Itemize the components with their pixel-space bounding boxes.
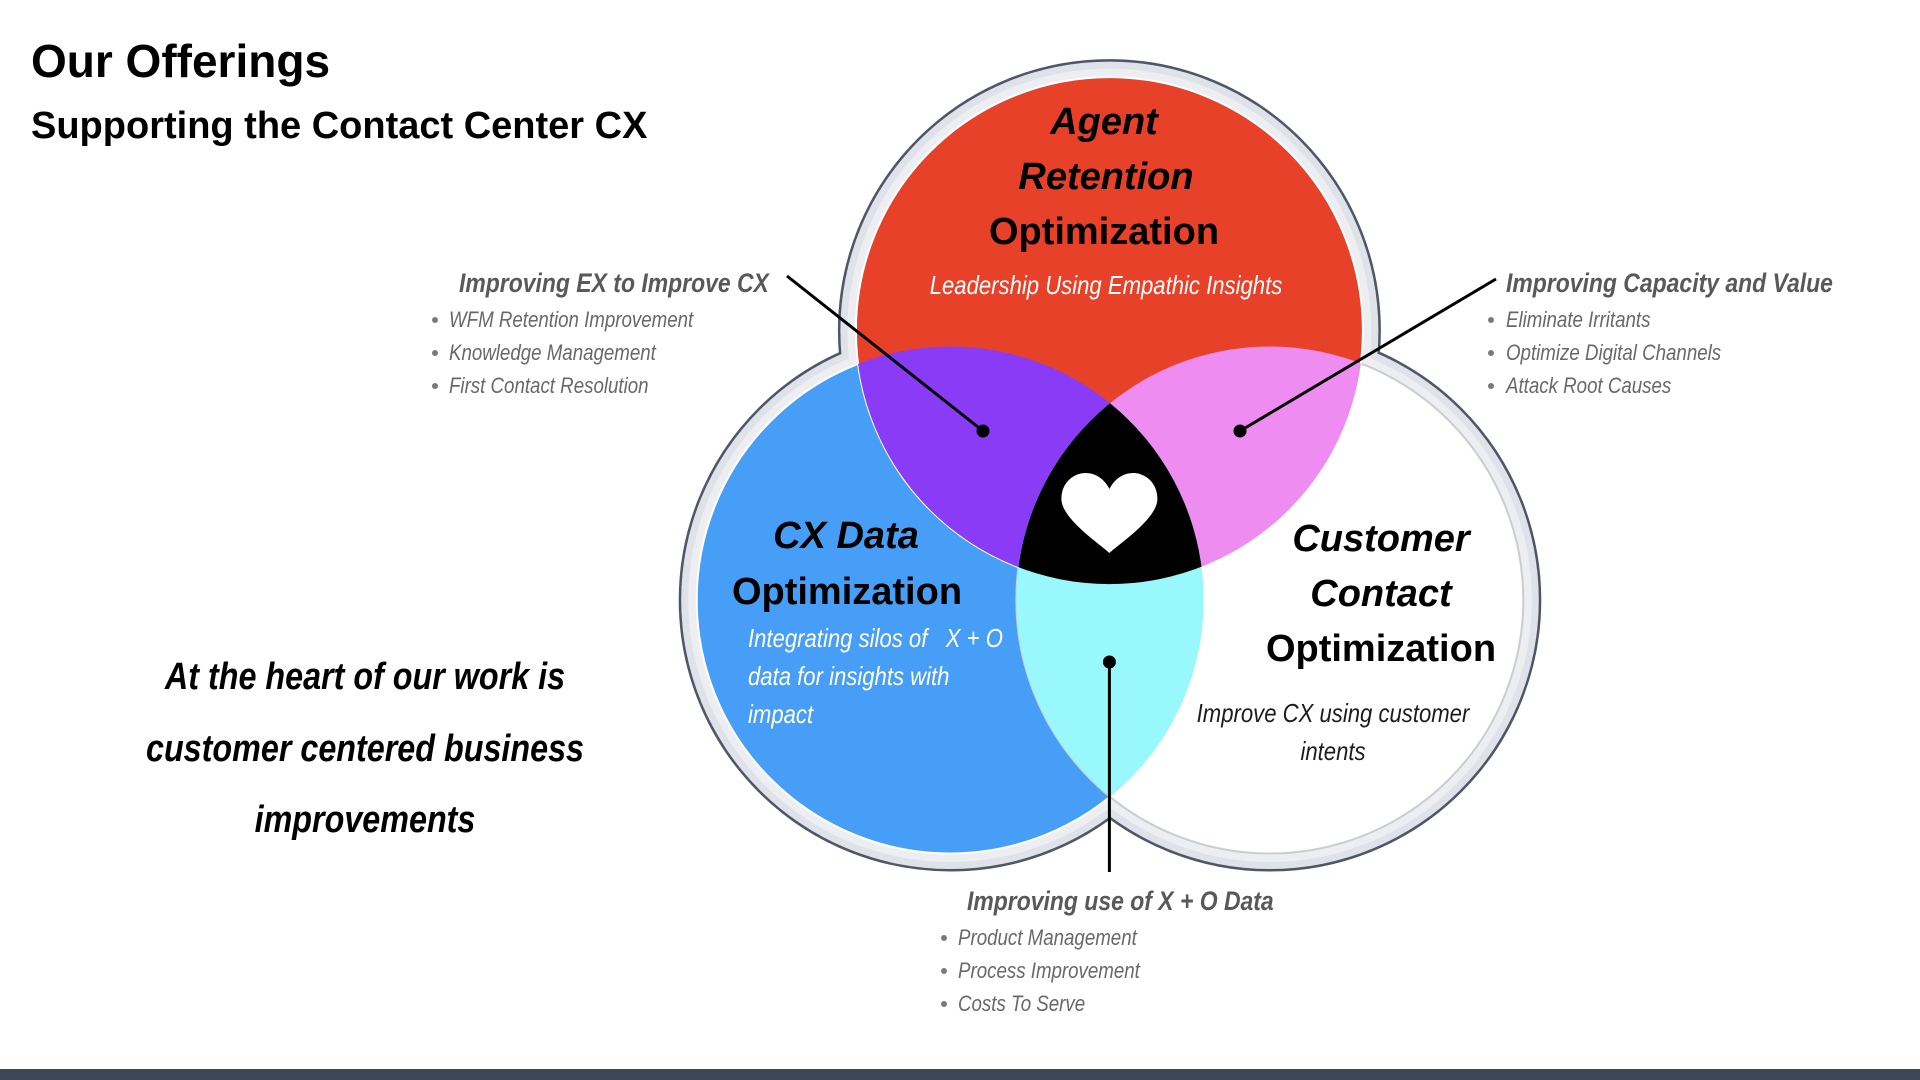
agent-retention-description: Leadership Using Empathic Insights <box>929 270 1283 300</box>
callout-dot-data <box>1102 655 1116 669</box>
callout-data-bullet-2: Process Improvement <box>958 958 1140 983</box>
bullet-marker <box>432 383 438 389</box>
callout-heading-capacity: Improving Capacity and Value <box>1506 268 1833 298</box>
callout-heading-data: Improving use of X + O Data <box>967 886 1274 916</box>
agent-retention-title-line-3: Optimization <box>988 211 1220 253</box>
customer-contact-title-line-1: Customer <box>1292 518 1470 560</box>
cx-data-description-line-3: impact <box>748 699 814 729</box>
callout-data-bullet-1: Product Management <box>958 925 1137 950</box>
callout-capacity-bullet-3: Attack Root Causes <box>1506 373 1672 398</box>
customer-contact-description-line-1: Improve CX using customer <box>1196 698 1470 728</box>
statement-line-2: customer centered business <box>145 728 585 770</box>
cx-data-title-line-2: Optimization <box>731 571 963 613</box>
statement-line-1: At the heart of our work is <box>164 656 566 698</box>
callout-pointer-ex <box>786 274 984 433</box>
bullet-marker <box>432 317 438 323</box>
bullet-marker <box>1488 317 1494 323</box>
page-subtitle: Supporting the Contact Center CX <box>31 105 648 147</box>
bullet-marker <box>1488 383 1494 389</box>
callout-data-bullet-3: Costs To Serve <box>958 991 1086 1016</box>
cx-data-description-line-1: Integrating silos of X + O <box>748 623 1003 653</box>
callout-pointer-capacity <box>1239 277 1497 433</box>
bullet-marker <box>941 968 947 974</box>
callout-ex-bullet-3: First Contact Resolution <box>449 373 649 398</box>
customer-contact-description-line-2: intents <box>1300 736 1366 766</box>
callout-dot-ex <box>976 424 990 438</box>
customer-contact-title-line-2: Contact <box>1310 573 1452 615</box>
bullet-marker <box>941 935 947 941</box>
footer-bar <box>0 1069 1920 1080</box>
callout-heading-ex: Improving EX to Improve CX <box>459 268 769 298</box>
page-title: Our Offerings <box>31 35 331 87</box>
bullet-marker <box>1488 350 1494 356</box>
callout-ex-bullet-1: WFM Retention Improvement <box>449 307 694 332</box>
heart-icon <box>1061 473 1158 553</box>
cx-data-title-line-1: CX Data <box>773 515 919 557</box>
bullet-marker <box>432 350 438 356</box>
callout-capacity-bullet-2: Optimize Digital Channels <box>1506 340 1722 365</box>
statement-line-3: improvements <box>254 799 476 841</box>
callout-dot-capacity <box>1233 424 1247 438</box>
bullet-marker <box>941 1001 947 1007</box>
callout-ex-bullet-2: Knowledge Management <box>449 340 656 365</box>
cx-data-description-line-2: data for insights with <box>748 661 950 691</box>
agent-retention-title-line-2: Retention <box>1018 156 1194 198</box>
callout-capacity-bullet-1: Eliminate Irritants <box>1506 307 1651 332</box>
customer-contact-title-line-3: Optimization <box>1265 628 1497 670</box>
agent-retention-title-line-1: Agent <box>1050 101 1158 143</box>
